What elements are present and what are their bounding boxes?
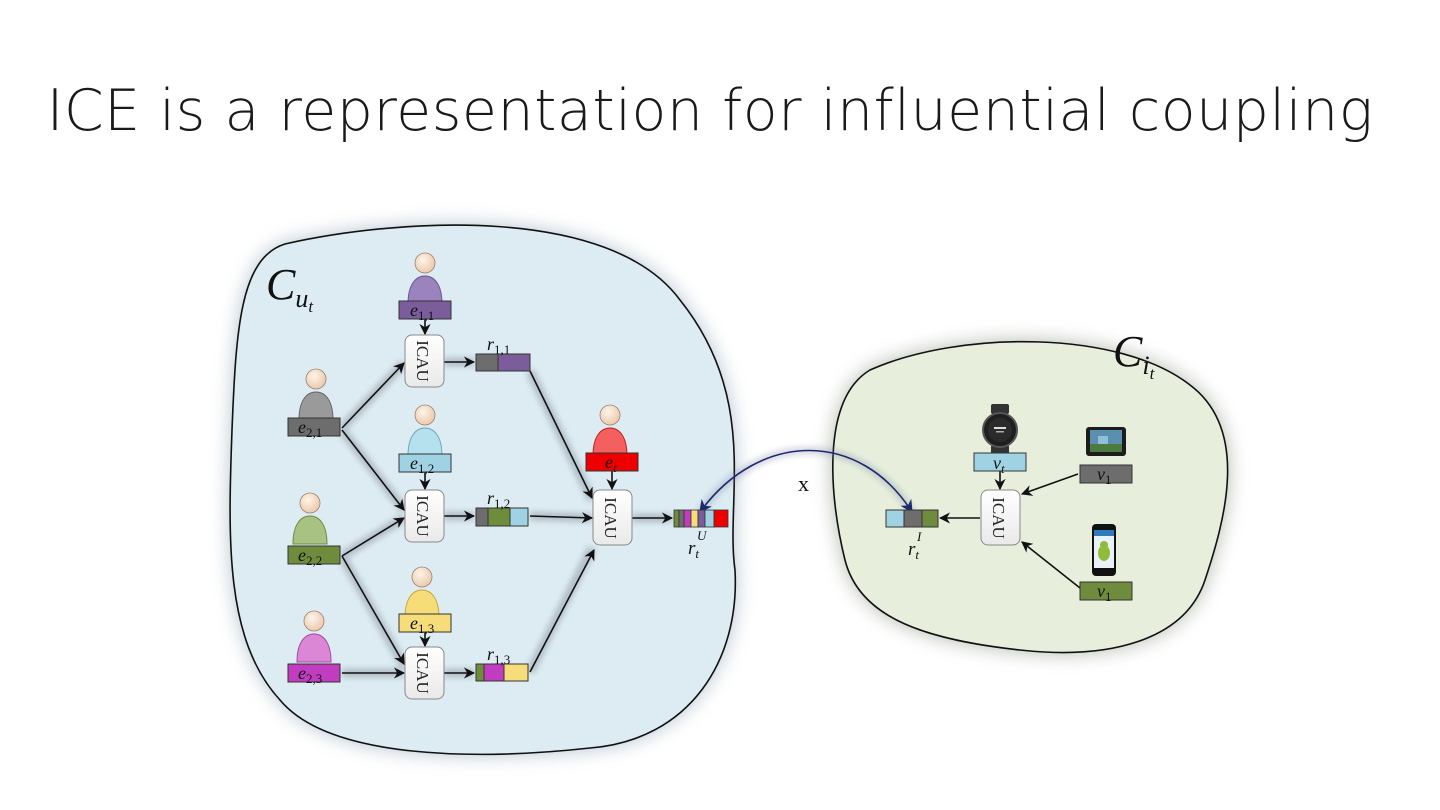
person-icon-e22 (292, 492, 328, 545)
person-icon-et (592, 404, 628, 457)
person-icon-e11 (407, 252, 443, 305)
bar-rtu (673, 509, 729, 528)
bar-r11 (475, 353, 531, 372)
person-icon-e13 (404, 566, 440, 619)
tablet-icon (1086, 427, 1126, 456)
item-edges (938, 471, 1081, 589)
bar-e22 (287, 545, 341, 565)
svg-text:ICAU: ICAU (413, 652, 432, 694)
label-r13: r1,3 (487, 644, 510, 667)
label-rtu: rtU (688, 528, 708, 561)
smartphone-icon (1092, 524, 1116, 576)
label-et: et (605, 452, 617, 475)
device-icons (982, 404, 1126, 576)
bar-v1a (1079, 464, 1133, 484)
label-rti: rtI (908, 529, 922, 562)
user-cluster-label: Cut (266, 260, 314, 316)
person-icon-e23 (296, 610, 332, 663)
bar-vt (973, 452, 1027, 472)
svg-text:ICAU: ICAU (413, 495, 432, 537)
label-e22: e2,2 (298, 545, 322, 568)
entity-bars: e1,1 e2,1 e1,2 e2,2 e1,3 e2,3 et (287, 300, 639, 686)
bar-rti (885, 509, 939, 528)
svg-text:ICAU: ICAU (413, 340, 432, 382)
icau-unit-2: ICAU (404, 489, 445, 543)
user-edges (341, 319, 674, 679)
label-e13: e1,3 (410, 613, 434, 636)
person-icons (292, 252, 628, 663)
person-icon-e21 (298, 368, 334, 421)
bar-e12 (398, 453, 452, 473)
label-e11: e1,1 (410, 300, 434, 323)
user-cluster: Cut (229, 224, 737, 756)
bar-e11 (398, 300, 452, 320)
icau-unit-item: ICAU (980, 489, 1021, 546)
bar-e21 (287, 417, 341, 437)
relation-bars: r1,1 r1,2 r1,3 rtU (475, 334, 729, 682)
svg-text:ICAU: ICAU (601, 497, 620, 539)
bar-r12 (475, 507, 529, 527)
bar-r13 (475, 663, 529, 682)
item-bars: vt v1 v1 rtI (885, 452, 1133, 604)
item-cluster: Cit (832, 327, 1229, 654)
label-v1b: v1 (1097, 581, 1112, 604)
item-cluster-label: Cit (1113, 327, 1156, 383)
bar-v1b (1079, 581, 1133, 601)
label-v1a: v1 (1097, 464, 1112, 487)
bar-e13 (398, 613, 452, 633)
coupling-label: x (798, 471, 809, 496)
item-cluster-region (832, 340, 1229, 654)
user-cluster-region (229, 224, 737, 756)
icau-unit-4: ICAU (592, 489, 633, 546)
label-e12: e1,2 (410, 453, 434, 476)
bar-e23 (287, 663, 341, 683)
svg-text:ICAU: ICAU (989, 497, 1008, 539)
person-icon-e12 (407, 404, 443, 457)
label-r11: r1,1 (487, 334, 510, 357)
watch-icon (982, 404, 1018, 455)
label-r12: r1,2 (487, 488, 510, 511)
icau-unit-1: ICAU (404, 334, 445, 388)
label-e21: e2,1 (298, 417, 322, 440)
label-e23: e2,3 (298, 663, 322, 686)
label-vt: vt (993, 453, 1005, 476)
coupling-arc: x (696, 446, 916, 515)
icau-units: ICAU ICAU ICAU ICAU ICAU (404, 334, 1021, 700)
icau-unit-3: ICAU (404, 646, 445, 700)
bar-et (585, 452, 639, 472)
slide-title: ICE is a representation for influential … (46, 78, 1374, 144)
